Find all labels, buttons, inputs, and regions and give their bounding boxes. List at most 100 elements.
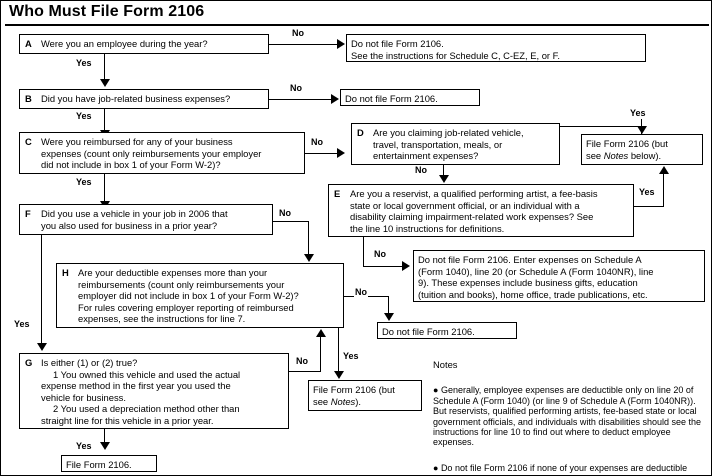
page-title: Who Must File Form 2106	[9, 3, 205, 20]
connector-e-no-h	[363, 266, 403, 267]
notes-section: Notes ● Generally, employee expenses are…	[433, 359, 705, 475]
outcome-file-bottom-text: File Form 2106.	[66, 459, 132, 470]
arrowhead-h-yes	[334, 371, 344, 379]
connector-c-no	[305, 153, 337, 154]
box-e-question: E Are you a reservist, a qualified perfo…	[328, 184, 634, 237]
box-c-text: Were you reimbursed for any of your busi…	[41, 136, 262, 171]
note-bullet-2: ●	[433, 463, 441, 474]
label-a-yes: Yes	[75, 58, 93, 68]
box-f-letter: F	[25, 208, 31, 219]
label-b-yes: Yes	[75, 111, 93, 121]
label-e-no: No	[373, 249, 387, 259]
box-c-question: C Were you reimbursed for any of your bu…	[19, 132, 305, 174]
outcome-file-notes-mid: File Form 2106 (but see Notes).	[308, 380, 422, 411]
outcome-file-notes-top-text: File Form 2106 (but see Notes below).	[586, 138, 668, 161]
outcome-file-notes-top: File Form 2106 (but see Notes below).	[581, 134, 703, 165]
label-g-no: No	[295, 356, 309, 366]
arrowhead-g-no	[316, 329, 326, 337]
connector-b-yes	[104, 109, 105, 132]
box-f-question: F Did you use a vehicle in your job in 2…	[19, 204, 273, 235]
box-g-item-1: 1 You owned this vehicle and used the ac…	[41, 368, 241, 403]
connector-c-yes	[104, 174, 105, 203]
outcome-b-no: Do not file Form 2106.	[340, 89, 480, 106]
box-a-text: Were you an employee during the year?	[41, 38, 208, 49]
connector-f-no-v	[308, 221, 309, 258]
label-f-yes: Yes	[13, 319, 31, 329]
page-header: Who Must File Form 2106	[1, 1, 711, 27]
outcome-h-no-text: Do not file Form 2106.	[382, 326, 475, 337]
arrowhead-g-yes	[100, 442, 110, 450]
arrowhead-e-no	[402, 261, 410, 271]
connector-h-no-v	[388, 296, 389, 316]
arrowhead-b-no	[331, 94, 339, 104]
label-h-no: No	[354, 287, 368, 297]
note-item-2: ● Do not file Form 2106 if none of your …	[433, 453, 705, 475]
box-d-text: Are you claiming job-related vehicle, tr…	[373, 127, 524, 162]
connector-a-no	[269, 44, 337, 45]
title-underline	[5, 24, 709, 26]
label-d-no: No	[414, 165, 428, 175]
connector-a-yes	[104, 54, 105, 81]
arrowhead-d-yes	[637, 126, 647, 134]
connector-f-yes	[41, 235, 42, 345]
connector-d-no	[443, 165, 444, 179]
connector-f-no-h	[273, 221, 309, 222]
connector-e-yes-h	[634, 206, 664, 207]
note-text-1: Generally, employee expenses are deducti…	[433, 385, 701, 448]
connector-h-yes	[338, 328, 339, 375]
arrowhead-a-no	[337, 39, 345, 49]
box-g-text: Is either (1) or (2) true?	[41, 357, 138, 368]
box-g-question: G Is either (1) or (2) true? 1 You owned…	[19, 353, 289, 429]
arrowhead-c-no	[337, 148, 345, 158]
box-a-question: A Were you an employee during the year?	[19, 34, 269, 54]
connector-g-no-v	[320, 337, 321, 372]
connector-g-no-h	[289, 371, 321, 372]
arrowhead-h-no	[384, 313, 394, 321]
box-h-text: Are your deductible expenses more than y…	[78, 267, 299, 325]
outcome-a-no-text: Do not file Form 2106. See the instructi…	[351, 38, 560, 61]
box-d-question: D Are you claiming job-related vehicle, …	[351, 123, 560, 165]
outcome-e-no-text: Do not file Form 2106. Enter expenses on…	[418, 254, 654, 300]
arrowhead-d-no	[439, 175, 449, 183]
box-g-letter: G	[25, 357, 33, 368]
connector-e-no-v	[363, 237, 364, 266]
box-e-letter: E	[334, 188, 341, 199]
label-f-no: No	[278, 208, 292, 218]
connector-e-yes-v	[663, 174, 664, 207]
label-c-yes: Yes	[75, 177, 93, 187]
label-c-no: No	[310, 137, 324, 147]
note-text-2: Do not file Form 2106 if none of your ex…	[433, 463, 688, 475]
outcome-file-bottom: File Form 2106.	[61, 455, 157, 472]
arrowhead-f-yes	[37, 343, 47, 351]
box-d-letter: D	[357, 127, 364, 138]
box-h-letter: H	[62, 267, 69, 278]
label-d-yes: Yes	[629, 108, 647, 118]
box-b-question: B Did you have job-related business expe…	[19, 89, 269, 109]
label-h-yes: Yes	[342, 351, 360, 361]
box-c-letter: C	[25, 136, 32, 147]
label-e-yes: Yes	[638, 187, 656, 197]
label-g-yes: Yes	[75, 441, 93, 451]
box-f-text: Did you use a vehicle in your job in 200…	[41, 208, 228, 231]
box-b-text: Did you have job-related business expens…	[41, 93, 231, 104]
connector-g-yes	[104, 429, 105, 447]
box-e-text: Are you a reservist, a qualified perform…	[350, 188, 598, 234]
label-a-no: No	[291, 28, 305, 38]
arrowhead-e-yes	[659, 166, 669, 174]
note-bullet-1: ●	[433, 385, 441, 396]
note-item-1: ● Generally, employee expenses are deduc…	[433, 375, 705, 448]
outcome-b-no-text: Do not file Form 2106.	[345, 93, 438, 104]
outcome-file-notes-mid-text: File Form 2106 (but see Notes).	[313, 384, 395, 407]
connector-d-yes-h	[560, 126, 642, 127]
box-a-letter: A	[25, 38, 32, 49]
arrowhead-a-yes	[100, 79, 110, 87]
outcome-e-no: Do not file Form 2106. Enter expenses on…	[413, 250, 705, 302]
arrowhead-f-no	[304, 254, 314, 262]
connector-b-no	[269, 99, 331, 100]
outcome-h-no: Do not file Form 2106.	[377, 322, 517, 339]
box-b-letter: B	[25, 93, 32, 104]
notes-heading: Notes	[433, 359, 458, 370]
label-b-no: No	[289, 83, 303, 93]
box-g-item-2: 2 You used a depreciation method other t…	[41, 403, 240, 426]
